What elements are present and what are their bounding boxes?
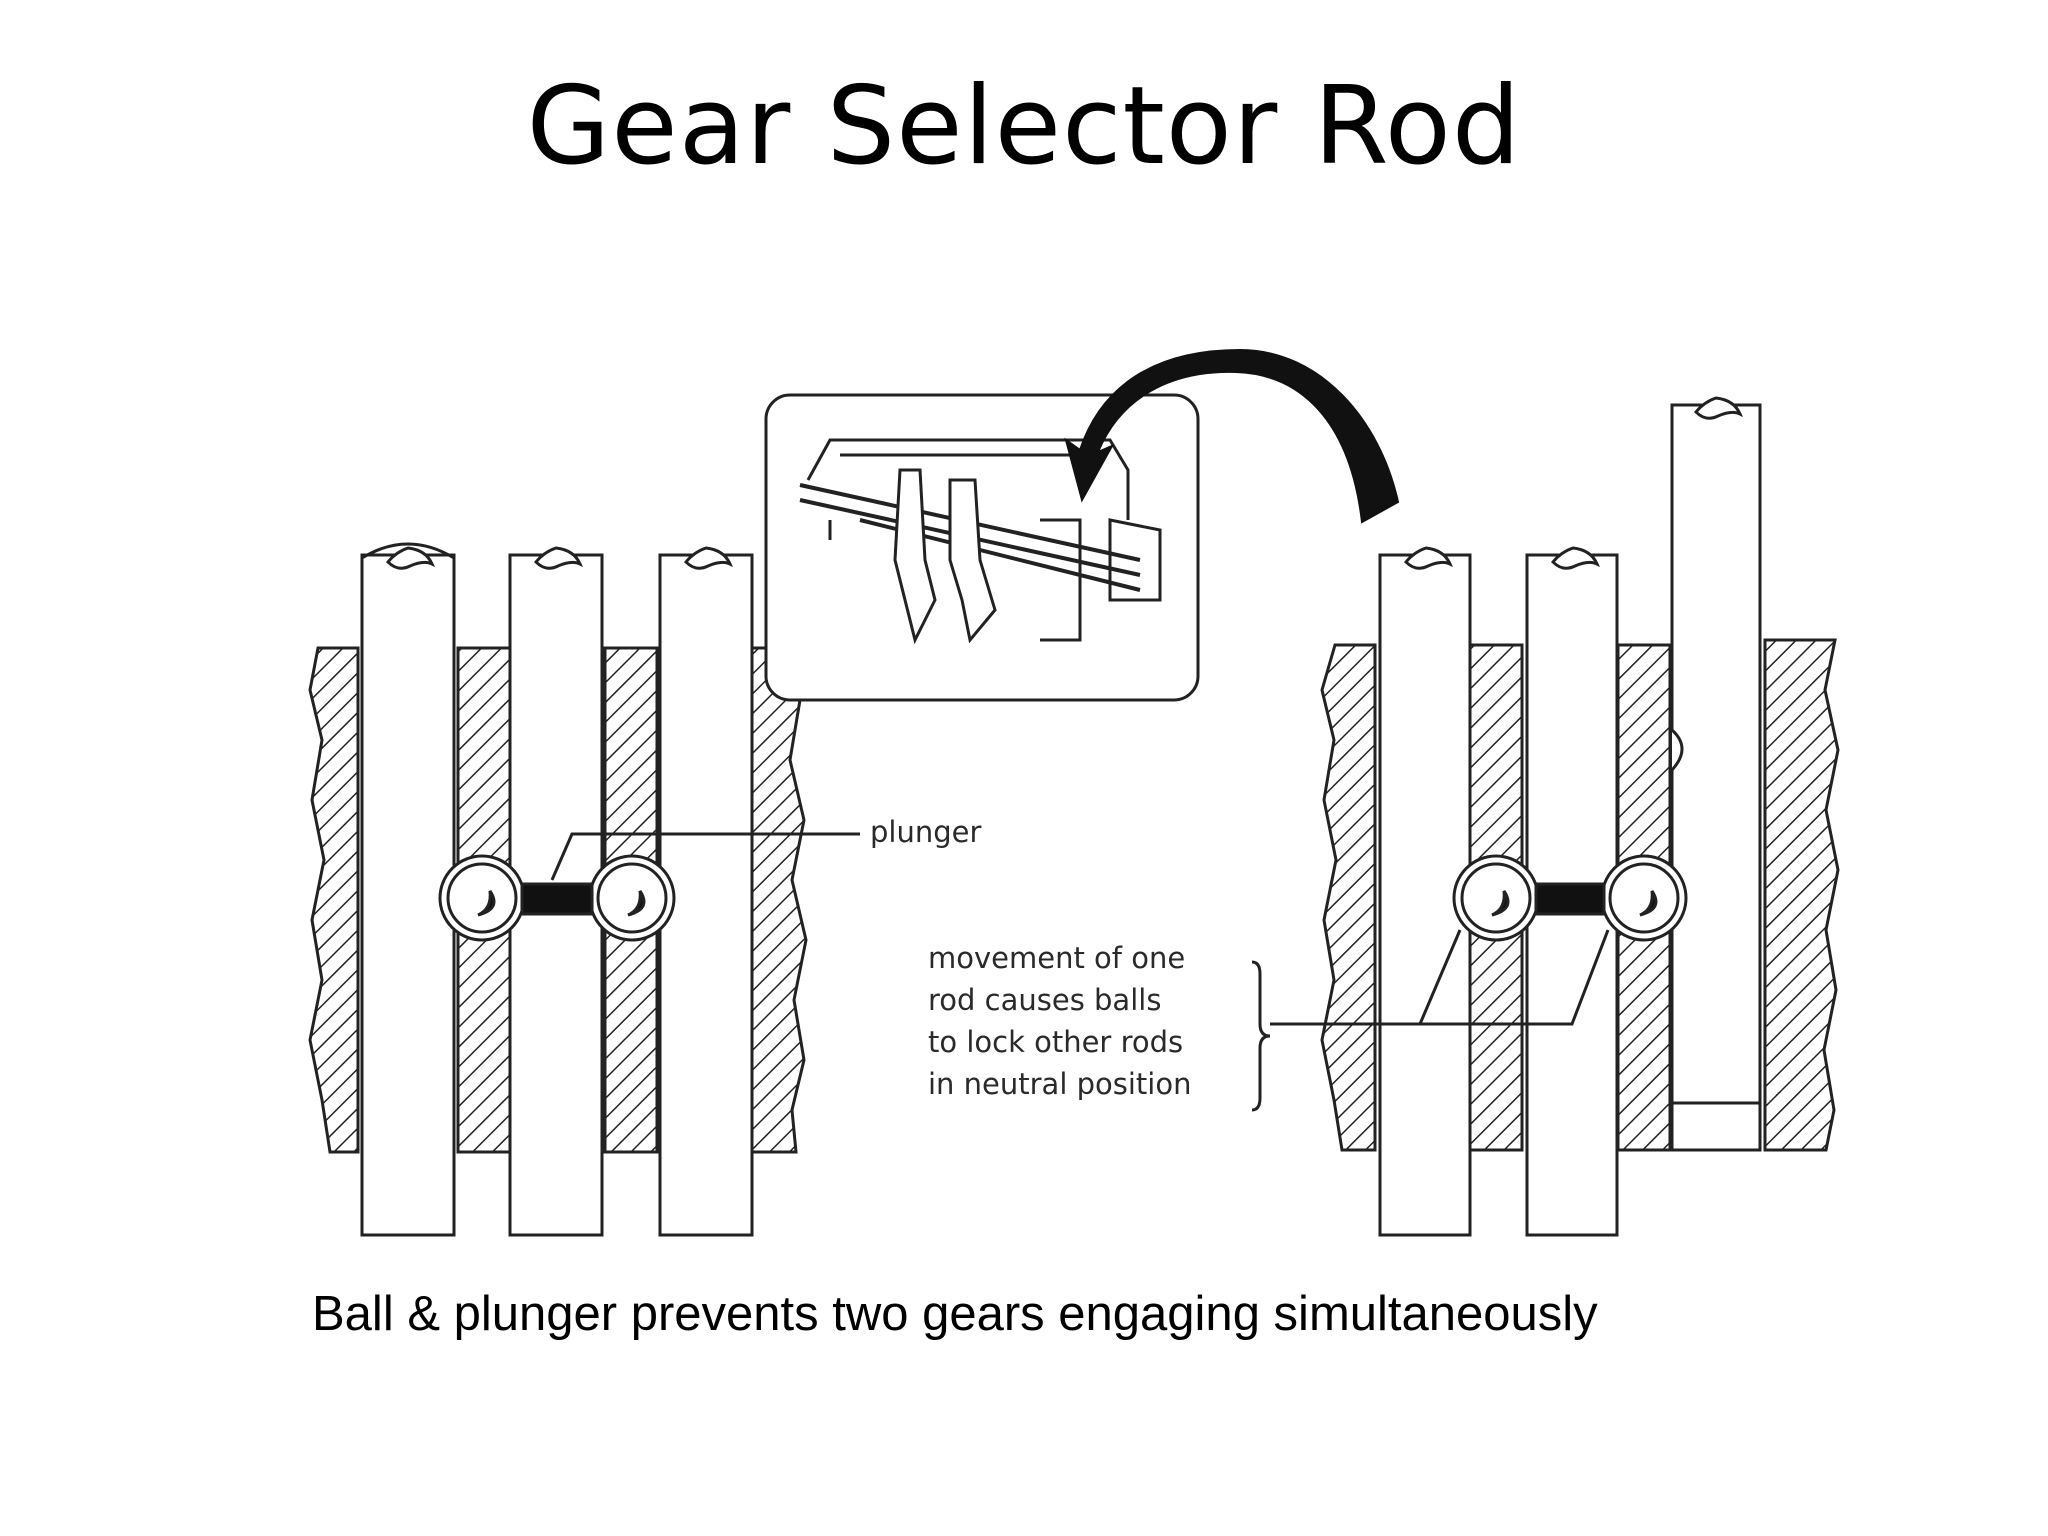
housing-left-3b bbox=[603, 926, 659, 1154]
housing-right-3b bbox=[1616, 926, 1672, 1152]
housing-right-outer bbox=[1320, 643, 1377, 1152]
rod-end-right-2 bbox=[1550, 546, 1600, 570]
slide-title: Gear Selector Rod bbox=[526, 64, 1522, 189]
housing-left-right bbox=[750, 646, 808, 1154]
gearbox-inset bbox=[764, 393, 1200, 702]
rod-gap bbox=[1670, 1101, 1762, 1152]
rod-notch bbox=[1670, 728, 1684, 772]
rod-end-left-3 bbox=[683, 546, 733, 570]
plunger-right bbox=[1534, 882, 1606, 916]
plunger-label: plunger bbox=[870, 815, 981, 849]
note-leader-b bbox=[1420, 929, 1610, 1026]
right-assembly bbox=[1320, 396, 1840, 1237]
housing-right-3 bbox=[1616, 643, 1672, 877]
rod-end-right-3 bbox=[1693, 396, 1743, 420]
housing-right-2b bbox=[1468, 926, 1524, 1152]
curved-arrow bbox=[1064, 348, 1400, 524]
housing-left-2b bbox=[456, 926, 512, 1154]
left-assembly bbox=[308, 542, 808, 1237]
housing-left-outer bbox=[308, 646, 360, 1154]
housing-left-2 bbox=[456, 646, 512, 877]
note-bracket bbox=[1251, 960, 1271, 1112]
rod-end-left-1 bbox=[385, 546, 435, 570]
housing-right-right bbox=[1763, 638, 1840, 1152]
movement-note-line-4: in neutral position bbox=[928, 1067, 1191, 1101]
movement-note-line-1: movement of one bbox=[928, 941, 1185, 975]
housing-right-2 bbox=[1468, 643, 1524, 877]
movement-note-line-2: rod causes balls bbox=[928, 983, 1161, 1017]
movement-note-line-3: to lock other rods bbox=[928, 1025, 1183, 1059]
slide-caption: Ball & plunger prevents two gears engagi… bbox=[312, 1287, 1598, 1341]
rod-right-3-moved bbox=[1670, 403, 1762, 1105]
housing-left-3 bbox=[603, 646, 659, 877]
rod-end-left-2 bbox=[533, 546, 583, 570]
rod-end-right-1 bbox=[1403, 546, 1453, 570]
plunger-leader-line bbox=[550, 832, 860, 881]
plunger-left bbox=[520, 882, 594, 916]
